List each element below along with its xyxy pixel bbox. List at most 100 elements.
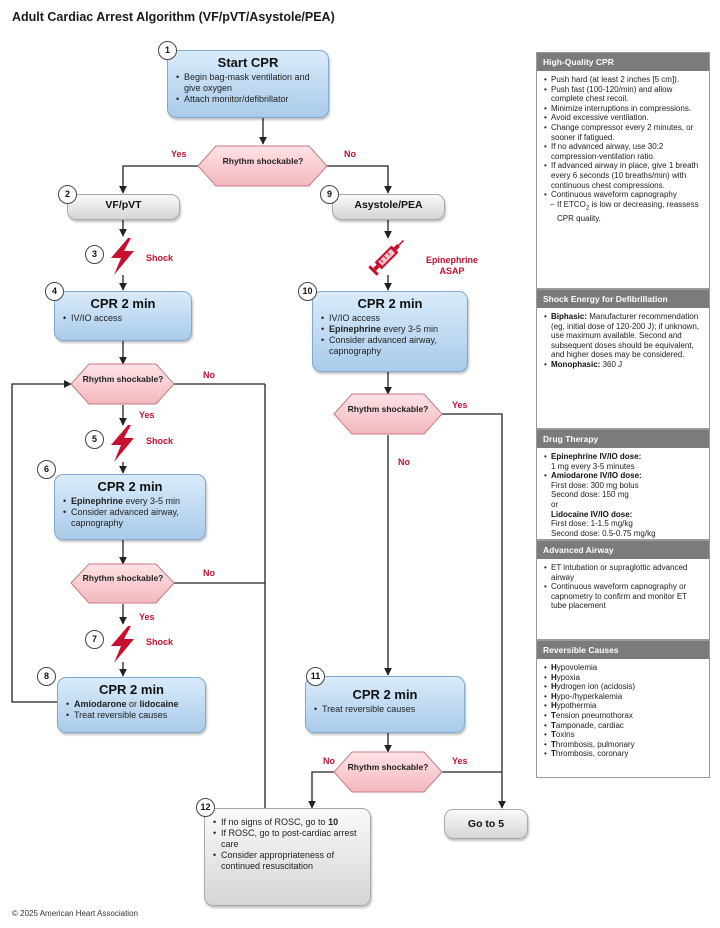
cause-rest: oxins — [555, 730, 575, 740]
advanced-airway-panel: Advanced Airway ET intubation or supragl… — [536, 540, 710, 640]
cpr-2min-box-8: CPR 2 min Amiodarone or lidocaine Treat … — [57, 677, 206, 733]
panel-item-label: Amiodarone IV/IO dose: — [551, 471, 642, 481]
decision-label-4: Rhythm shockable? — [347, 404, 429, 414]
cpr-2min-box-4: CPR 2 min IV/IO access — [54, 291, 192, 341]
panel-header: Drug Therapy — [537, 430, 709, 448]
cause-initial: H — [551, 682, 557, 692]
decision-label-3: Rhythm shockable? — [82, 573, 164, 583]
drug-interval: every 3-5 min — [123, 496, 181, 506]
panel-item: Hypoxia — [544, 672, 703, 683]
cause-rest: ypo-/hyperkalemia — [556, 691, 623, 701]
connector-line — [442, 413, 506, 809]
connector-line — [327, 165, 392, 194]
decision-yes-4: Yes — [452, 400, 468, 410]
step-number-6: 6 — [37, 460, 56, 479]
cause-rest: ypoxia — [556, 672, 580, 682]
panel-header: Reversible Causes — [537, 641, 709, 659]
cause-initial: T — [551, 720, 556, 730]
loop-back-line — [11, 380, 72, 703]
panel-item-label: Monophasic: — [551, 359, 601, 369]
panel-item: Hydrogen ion (acidosis) — [544, 682, 703, 692]
etco2-subscript: 2 — [585, 205, 590, 212]
decision-shape-4 — [333, 393, 443, 435]
panel-item-text: First dose: 300 mg bolus — [551, 480, 639, 490]
cpr-2min-title: CPR 2 min — [97, 479, 163, 494]
panel-item: Push fast (100-120/min) and allow comple… — [544, 85, 703, 104]
drug-name: Epinephrine — [329, 324, 382, 334]
go-to-5-box: Go to 5 — [444, 809, 528, 839]
drug-interval: every 3-5 min — [381, 324, 439, 334]
panel-item: Continuous waveform capnography or capno… — [544, 582, 703, 611]
panel-item: Lidocaine IV/IO dose:First dose: 1-1.5 m… — [551, 510, 703, 539]
decision-no-3: No — [203, 568, 215, 578]
step-number-1: 1 — [158, 41, 177, 60]
etco2-text: is low or decreasing, reassess CPR quali… — [557, 199, 699, 223]
rosc-item: Consider appropriateness of continued re… — [213, 850, 362, 872]
cpr-item: IV/IO access — [321, 313, 459, 324]
rosc-box: If no signs of ROSC, go to 10 If ROSC, g… — [204, 808, 371, 906]
step-number-8: 8 — [37, 667, 56, 686]
drug-name: Epinephrine — [71, 496, 124, 506]
step-number-5: 5 — [85, 430, 104, 449]
etco2-text: If ETCO — [557, 199, 586, 209]
drug-connector: or — [126, 699, 140, 709]
cause-rest: ypothermia — [556, 701, 597, 711]
decision-no-4: No — [398, 457, 410, 467]
cpr-item: Epinephrine every 3-5 min — [321, 324, 459, 335]
start-cpr-box: Start CPR Begin bag-mask ventilation and… — [167, 50, 329, 118]
panel-item: ET intubation or supraglottic advanced a… — [544, 563, 703, 582]
cause-rest: hrombosis, coronary — [555, 749, 629, 759]
epinephrine-text: Epinephrine — [425, 255, 478, 265]
decision-shape-3 — [70, 563, 175, 604]
cpr-2min-title: CPR 2 min — [357, 296, 423, 311]
shock-bolt-icon — [111, 626, 134, 663]
cpr-2min-title: CPR 2 min — [352, 687, 418, 702]
start-cpr-title: Start CPR — [217, 55, 279, 70]
rosc-text: If no signs of ROSC, go to — [221, 817, 329, 827]
cause-initial: T — [551, 730, 556, 740]
page-title: Adult Cardiac Arrest Algorithm (VF/pVT/A… — [12, 10, 335, 24]
drug-name: lidocaine — [139, 699, 179, 709]
cpr-2min-box-11: CPR 2 min Treat reversible causes — [305, 676, 465, 733]
cpr-2min-title: CPR 2 min — [90, 296, 156, 311]
panel-item-text: First dose: 1-1.5 mg/kg — [551, 519, 633, 529]
cpr-item: Consider advanced airway, capnography — [321, 335, 459, 357]
cause-initial: H — [551, 691, 557, 701]
panel-item: Hypovolemia — [544, 663, 703, 673]
decision-label-1: Rhythm shockable? — [222, 156, 304, 166]
shock-label: Shock — [146, 637, 174, 647]
panel-item: Push hard (at least 2 inches [5 cm]). — [544, 75, 703, 85]
panel-item: Hypothermia — [544, 701, 703, 711]
panel-item-text: Manufacturer recommendation (eg, initial… — [551, 312, 700, 360]
shock-energy-panel: Shock Energy for Defibrillation Biphasic… — [536, 289, 710, 429]
decision-yes-5: Yes — [452, 756, 468, 766]
decision-no-1: No — [344, 149, 356, 159]
cpr-item: IV/IO access — [63, 313, 183, 324]
step-number-2: 2 — [58, 185, 77, 204]
panel-item: Change compressor every 2 minutes, or so… — [544, 123, 703, 142]
vf-pvt-label: VF/pVT — [105, 199, 142, 211]
reversible-causes-panel: Reversible Causes Hypovolemia Hypoxia Hy… — [536, 640, 710, 778]
cause-rest: ydrogen ion (acidosis) — [556, 682, 636, 692]
panel-item: Thrombosis, coronary — [544, 749, 703, 759]
cpr-item: Amiodarone or lidocaine — [66, 699, 197, 710]
rosc-item: If ROSC, go to post-cardiac arrest care — [213, 828, 362, 850]
cause-rest: ypovolemia — [556, 663, 598, 672]
syringe-icon — [368, 239, 405, 276]
cause-initial: H — [551, 672, 557, 682]
panel-subitem: If ETCO2 is low or decreasing, reassess … — [550, 199, 703, 224]
step-number-3: 3 — [85, 245, 104, 264]
cpr-item: Treat reversible causes — [314, 704, 456, 715]
decision-yes-1: Yes — [171, 149, 187, 159]
panel-item: Hypo-/hyperkalemia — [544, 691, 703, 702]
step-number-12: 12 — [196, 798, 215, 817]
decision-yes-2: Yes — [139, 410, 155, 420]
decision-shape-5 — [333, 751, 443, 793]
panel-item-text: 360 J — [600, 359, 623, 369]
cpr-2min-box-6: CPR 2 min Epinephrine every 3-5 min Cons… — [54, 474, 206, 540]
decision-shape-2 — [70, 363, 175, 405]
panel-item: Toxins — [544, 730, 703, 740]
cause-rest: amponade, cardiac — [555, 720, 624, 730]
go-to-5-label: Go to 5 — [467, 818, 505, 830]
decision-yes-3: Yes — [139, 612, 155, 622]
